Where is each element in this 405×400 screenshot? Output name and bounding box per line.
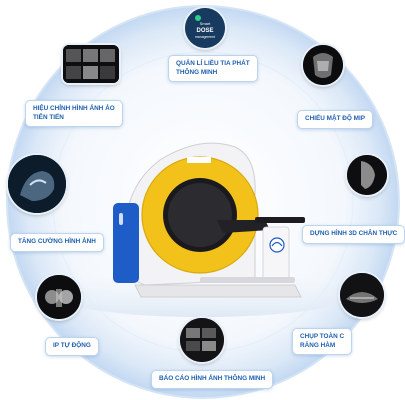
feature-label-auto-scan: IP TỰ ĐỘNG (45, 337, 99, 356)
mip-thumbnail (303, 45, 343, 85)
dose-logo-line1: Smart (200, 21, 212, 26)
feature-label-report: BÁO CÁO HÌNH ẢNH THÔNG MINH (151, 370, 274, 389)
feature-label-render-3d: DỰNG HÌNH 3D CHÂN THỰC (302, 225, 405, 244)
image-correction-thumbnail (63, 45, 119, 83)
dose-logo-thumbnail: Smart DOSE management (185, 8, 225, 48)
dose-logo-line3: management (195, 35, 215, 39)
feature-label-dose: QUẢN LÍ LIỀU TIA PHÁT THÔNG MINH (168, 55, 258, 83)
auto-scan-thumbnail (37, 275, 81, 319)
ct-scanner-machine (113, 142, 305, 298)
feature-label-full-scan: CHỤP TOÀN C RĂNG HÀM (292, 328, 353, 356)
feature-label-mip: CHIẾU MẬT ĐỘ MIP (297, 110, 373, 129)
feature-label-enhance: TĂNG CƯỜNG HÌNH ẢNH (10, 233, 104, 252)
full-scan-thumbnail (340, 273, 384, 317)
enhance-thumbnail (8, 155, 66, 213)
report-thumbnail (180, 318, 224, 362)
render-3d-thumbnail (347, 155, 387, 195)
dose-logo-line2: DOSE (196, 28, 213, 34)
feature-label-image-correction: HIỆU CHỈNH HÌNH ẢNH ẢO TIÊN TIẾN (25, 100, 123, 128)
